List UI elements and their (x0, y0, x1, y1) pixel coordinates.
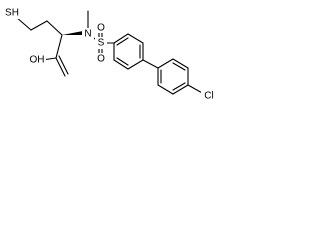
bond-ccooh-o-double-a (55, 57, 66, 77)
stereo-wedge (62, 31, 83, 35)
atom-label-sulfur: S (98, 38, 105, 49)
atom-label-nitrogen: N (84, 29, 91, 40)
bond-c1-c2 (30, 20, 48, 31)
bonds (15, 10, 205, 95)
atom-label-oxygen-bottom: O (97, 54, 105, 65)
atom-label-hydroxyl: OH (30, 55, 45, 66)
bond-calpha-ccooh (55, 34, 63, 59)
atom-label-thiol: SH (5, 8, 19, 19)
benzene-ring-1 (113, 33, 144, 70)
atom-label-oxygen-top: O (97, 23, 105, 34)
chemical-structure: SH OH N S O O Cl (3, 7, 217, 102)
bond-sh-c1 (15, 16, 32, 31)
atom-labels: SH OH N S O O Cl (3, 7, 217, 102)
benzene-ring-2 (157, 58, 189, 95)
bond-ccooh-o-double-b (58, 55, 69, 75)
atom-label-chlorine: Cl (204, 91, 213, 102)
bond-c2-calpha (46, 20, 63, 36)
bond-biaryl (142, 59, 159, 69)
